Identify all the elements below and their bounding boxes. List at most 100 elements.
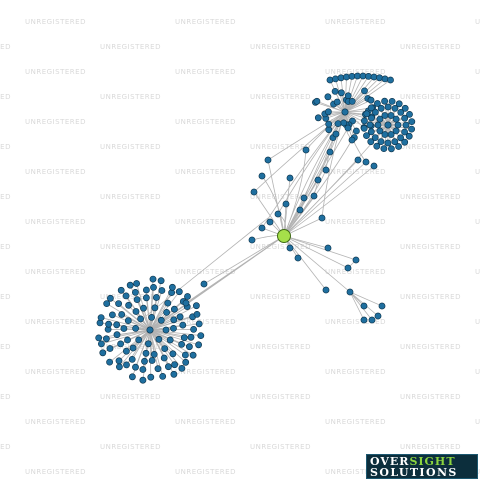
graph-node [373,142,381,150]
graph-node [325,120,333,128]
watermark-text: UNREGISTERED [25,418,86,426]
watermark-text: UNREGISTERED [175,368,236,376]
watermark-text: UNREGISTERED [250,343,311,351]
graph-node [395,143,402,150]
watermark-text: UNREGISTERED [400,293,461,301]
watermark-text: UNREGISTERED [400,143,461,151]
graph-node [286,174,294,182]
graph-node [128,355,136,363]
graph-node [367,128,375,136]
logo-word-over: OVER [370,455,410,468]
graph-node [106,358,113,366]
graph-edge [344,76,375,113]
graph-node [322,286,330,294]
graph-node [163,308,170,316]
graph-edge [313,111,346,197]
graph-node [352,127,360,135]
graph-node [248,236,256,244]
watermark-text: UNREGISTERED [475,418,480,426]
graph-node [182,358,190,366]
watermark-text: UNREGISTERED [325,368,386,376]
graph-node [158,287,166,294]
watermark-text: UNREGISTERED [475,68,480,76]
graph-edge [344,99,372,113]
watermark-text: UNREGISTERED [25,218,86,226]
watermark-text: UNREGISTERED [250,443,311,451]
graph-edge [185,235,285,304]
graph-node [258,172,266,180]
graph-node [103,300,111,307]
graph-node [387,112,395,119]
watermark-text: UNREGISTERED [250,43,311,51]
graph-node [344,264,352,272]
watermark-text: UNREGISTERED [25,68,86,76]
graph-node [314,114,322,122]
graph-node [401,128,408,136]
graph-node [388,98,396,105]
graph-edge [149,329,186,356]
graph-node [171,361,178,369]
graph-edge [329,79,346,113]
graph-node [373,100,381,107]
graph-edge [283,235,329,249]
graph-node [374,121,382,129]
graph-node [362,158,370,166]
graph-node [286,244,294,252]
watermark-text: UNREGISTERED [475,218,480,226]
graph-node [124,317,132,324]
graph-node [129,344,137,352]
watermark-text: UNREGISTERED [175,118,236,126]
graph-node [333,98,341,106]
graph-edge [344,76,369,113]
graph-edge [106,303,151,331]
graph-node [142,286,150,294]
graph-node [139,366,147,373]
graph-edge [344,75,358,113]
graph-node [322,166,330,174]
graph-node [98,340,105,348]
graph-node [105,320,112,328]
graph-node [181,351,189,359]
graph-node [161,345,169,352]
watermark-text: UNREGISTERED [475,368,480,376]
graph-edge [253,111,346,193]
graph-edge [316,100,346,113]
graph-node [168,283,176,291]
graph-node [195,341,202,349]
graph-edge [344,77,380,113]
graph-node [170,316,178,324]
graph-node [116,363,123,371]
graph-node [250,188,258,196]
watermark-text: UNREGISTERED [100,93,161,101]
watermark-text: UNREGISTERED [100,143,161,151]
graph-node [310,192,318,200]
graph-edge [283,235,349,269]
graph-node [264,156,272,164]
graph-node [313,97,321,105]
graph-node [151,304,159,312]
graph-node [387,131,395,138]
graph-node [318,214,326,222]
graph-node [384,139,392,147]
graph-node [324,244,332,252]
graph-node [170,370,178,378]
graph-node [195,320,203,328]
graph-node [331,88,339,95]
graph-node [117,286,125,294]
watermark-text: UNREGISTERED [0,193,11,201]
graph-node [124,336,131,344]
graph-node [141,357,148,365]
watermark-text: UNREGISTERED [475,318,480,326]
watermark-text: UNREGISTERED [250,243,311,251]
graph-edge [283,235,357,261]
watermark-text: UNREGISTERED [400,243,461,251]
graph-node [118,311,126,318]
graph-edge [344,110,369,113]
watermark-text: UNREGISTERED [325,468,386,476]
graph-node [123,361,130,369]
graph-edge [112,314,151,331]
watermark-text: UNREGISTERED [0,393,11,401]
watermark-text: UNREGISTERED [325,268,386,276]
graph-node [154,365,162,373]
graph-edge [283,217,323,237]
